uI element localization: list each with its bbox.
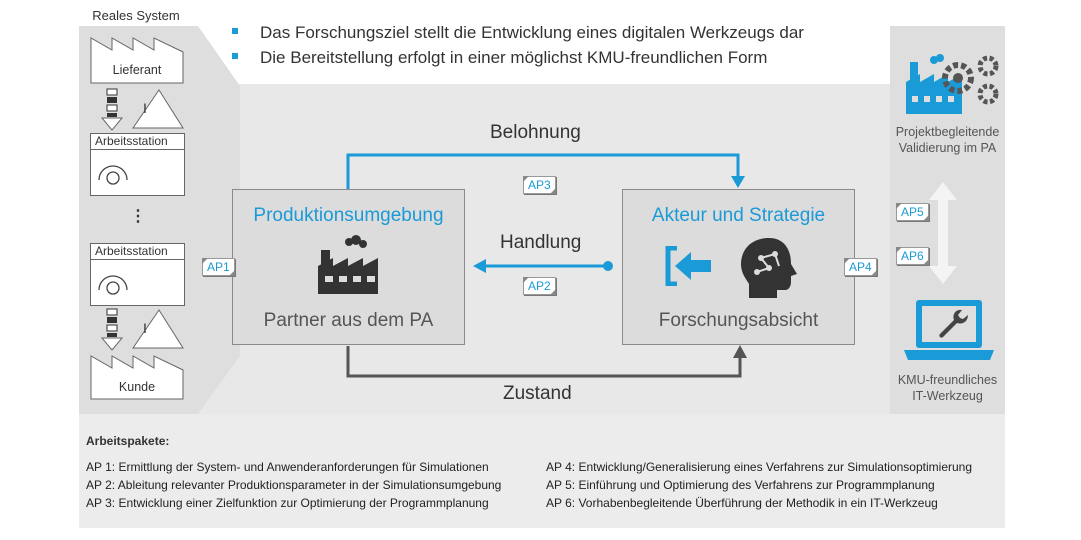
action-label: Handlung [500,232,582,253]
ap3-tag[interactable]: AP3 [523,176,556,194]
tag-corner-icon [870,270,877,276]
factory-icon [318,235,378,294]
tag-corner-icon [549,289,556,295]
laptop-wrench-icon [904,300,994,360]
legend-item: AP 4: Entwicklung/Generalisierung eines … [546,460,973,474]
bullet-square-icon [232,52,238,59]
left-funnel-shape [190,26,240,414]
ap6-tag[interactable]: AP6 [896,247,929,265]
ap1-tag[interactable]: AP1 [202,258,235,276]
workstation-label: Arbeitsstation [91,244,184,260]
tag-corner-icon [896,203,902,209]
legend-item: AP 1: Ermittlung der System- und Anwende… [86,460,489,474]
tag-corner-icon [844,258,850,264]
flow-arrow-warning-icon [100,88,184,131]
workstation-2: Arbeitsstation [90,243,185,306]
ap2-tag[interactable]: AP2 [523,277,556,295]
supplier-factory-icon [90,37,184,84]
production-environment-title: Produktionsumgebung [253,205,444,226]
ap5-tag[interactable]: AP5 [896,203,929,221]
reward-label: Belohnung [490,122,581,143]
factory-gears-icon [906,54,999,114]
agent-strategy-box: Akteur und Strategie Forschungsabsicht [622,189,855,345]
tag-corner-icon [922,215,929,221]
tag-corner-icon [896,247,902,253]
tag-corner-icon [202,258,208,264]
bullet-item: Die Bereitstellung erfolgt in einer mögl… [232,45,804,70]
ai-head-icon [741,238,797,298]
triangle-symbol: I [143,320,147,336]
tag-corner-icon [922,259,929,265]
machine-gauge-icon [98,275,128,295]
triangle-symbol: I [143,100,147,116]
production-environment-subtitle: Partner aus dem PA [263,310,434,331]
tag-corner-icon [523,176,529,182]
real-system-title: Reales System [92,8,180,23]
bullet-square-icon [232,27,238,34]
bullet-list: Das Forschungsziel stellt die Entwicklun… [232,20,804,70]
legend-item: AP 6: Vorhabenbegleitende Überführung de… [546,496,938,510]
customer-factory-icon [90,355,184,400]
machine-gauge-icon [98,165,128,185]
state-label: Zustand [503,383,572,404]
supplier-label: Lieferant [112,63,162,77]
legend-item: AP 2: Ableitung relevanter Produktionspa… [86,478,502,492]
legend-right-column: AP 4: Entwicklung/Generalisierung eines … [546,458,972,512]
ap4-tag[interactable]: AP4 [844,258,877,276]
tag-corner-icon [549,188,556,194]
legend-heading: Arbeitspakete: [86,434,170,448]
validation-label: Projektbegleitende Validierung im PA [895,125,1000,155]
workstation-label: Arbeitsstation [91,134,184,150]
production-environment-box: Produktionsumgebung Partner aus dem PA [232,189,465,345]
workstation-1: Arbeitsstation [90,133,185,196]
flow-arrow-warning-icon [100,308,184,351]
agent-strategy-subtitle: Forschungsabsicht [658,310,819,331]
legend-item: AP 3: Entwicklung einer Zielfunktion zur… [86,496,489,510]
tag-corner-icon [228,270,235,276]
bullet-item: Das Forschungsziel stellt die Entwicklun… [232,20,804,45]
it-tool-label: KMU-freundliches IT-Werkzeug [897,373,998,403]
login-arrow-icon [665,246,711,286]
legend-background [79,414,1005,528]
legend-item: AP 5: Einführung und Optimierung des Ver… [546,478,935,492]
agent-strategy-title: Akteur und Strategie [651,205,826,226]
legend-left-column: AP 1: Ermittlung der System- und Anwende… [86,458,501,512]
tag-corner-icon [523,277,529,283]
left-panel [79,26,193,414]
workstation-ellipsis: ⋮ [130,208,146,225]
customer-label: Kunde [118,380,156,394]
